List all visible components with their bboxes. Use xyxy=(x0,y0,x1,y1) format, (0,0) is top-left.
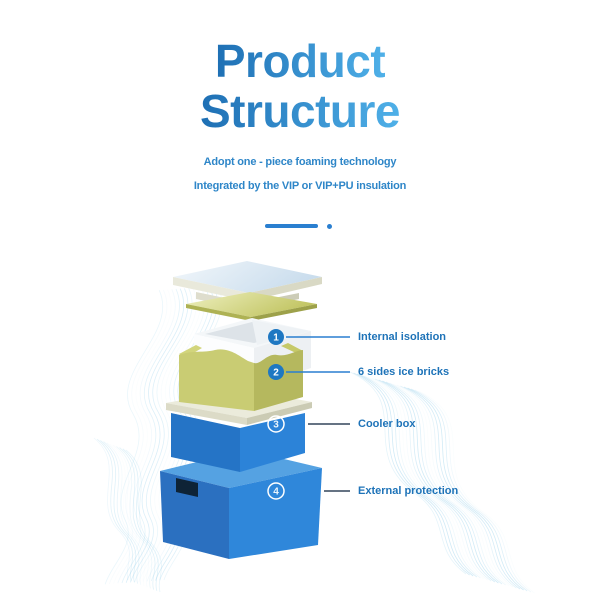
divider-dot xyxy=(327,224,332,229)
badge-3: 3 xyxy=(267,415,285,433)
page-title-line-1: Product xyxy=(214,35,386,87)
handle-cutout xyxy=(176,478,198,497)
svg-text:3: 3 xyxy=(273,420,279,431)
svg-text:2: 2 xyxy=(273,368,279,379)
cooler-box xyxy=(166,389,312,472)
ice-brick-box xyxy=(179,343,303,411)
wave-pattern-bottom-left xyxy=(93,437,162,593)
leader-lines xyxy=(286,336,350,492)
divider-line xyxy=(265,224,318,228)
page-title-line-2: Structure xyxy=(200,85,400,137)
callout-label-cooler-box: Cooler box xyxy=(358,418,416,430)
subtitle-line-2: Integrated by the VIP or VIP+PU insulati… xyxy=(193,180,407,192)
foam-panel-layer xyxy=(186,292,317,321)
badge-1: 1 xyxy=(268,329,284,345)
exploded-view xyxy=(160,261,322,559)
callout-label-ice-bricks: 6 sides ice bricks xyxy=(358,366,450,378)
badge-2: 2 xyxy=(268,364,284,380)
svg-text:4: 4 xyxy=(273,487,279,498)
subtitle: Adopt one - piece foaming technology Int… xyxy=(0,150,600,198)
header: Product Structure Adopt one - piece foam… xyxy=(0,36,600,198)
badge-4: 4 xyxy=(267,482,285,500)
wave-pattern-right xyxy=(349,371,535,594)
callout-label-internal-isolation: Internal isolation xyxy=(358,331,447,343)
svg-text:1: 1 xyxy=(273,333,279,344)
subtitle-line-1: Adopt one - piece foaming technology xyxy=(203,156,397,168)
callout-label-external-protection: External protection xyxy=(358,485,459,497)
